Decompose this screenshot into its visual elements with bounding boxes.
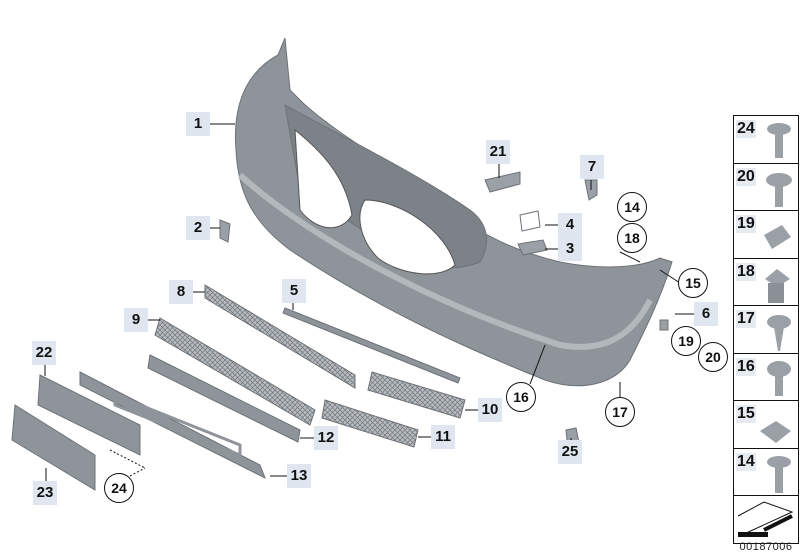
clip-nut-icon bbox=[764, 225, 791, 249]
screw-icon bbox=[767, 123, 791, 158]
part-label-5: 5 bbox=[282, 279, 306, 303]
legend-item-18: 18 bbox=[734, 259, 798, 306]
fastener-callout-17: 17 bbox=[605, 397, 635, 427]
legend-item-24: 24 bbox=[734, 116, 798, 164]
fastener-callout-20: 20 bbox=[698, 342, 728, 372]
fastener-callout-19: 19 bbox=[671, 326, 701, 356]
legend-item-15: 15 bbox=[734, 401, 798, 449]
part-label-7: 7 bbox=[580, 155, 604, 179]
part-label-23: 23 bbox=[33, 481, 57, 505]
part-label-11: 11 bbox=[431, 425, 455, 449]
bolt-icon bbox=[766, 172, 792, 207]
legend-number: 14 bbox=[736, 452, 756, 471]
part-label-9: 9 bbox=[124, 308, 148, 332]
orientation-arrow bbox=[734, 496, 798, 543]
part-label-21: 21 bbox=[486, 140, 510, 164]
legend-number: 17 bbox=[736, 310, 756, 328]
part-label-1: 1 bbox=[186, 112, 210, 136]
fastener-callout-16: 16 bbox=[506, 382, 536, 412]
diagram-code: 00187006 bbox=[739, 541, 793, 553]
legend-number: 16 bbox=[736, 357, 756, 376]
fastener-callout-15: 15 bbox=[678, 268, 708, 298]
legend-number: 18 bbox=[736, 262, 756, 281]
legend-number: 20 bbox=[736, 167, 756, 186]
part-label-6: 6 bbox=[694, 302, 718, 326]
legend-number: 15 bbox=[736, 405, 756, 423]
legend-number: 19 bbox=[736, 215, 756, 233]
legend-item-14: 14 bbox=[734, 449, 798, 496]
fastener-callout-18: 18 bbox=[617, 223, 647, 253]
fastener-callout-14: 14 bbox=[617, 192, 647, 222]
leader-lines bbox=[44, 123, 694, 481]
grilles bbox=[11, 284, 466, 491]
part-label-25: 25 bbox=[558, 440, 582, 464]
part-label-10: 10 bbox=[478, 398, 502, 422]
screw-icon bbox=[767, 360, 791, 396]
hex-screw-icon bbox=[767, 315, 791, 351]
direction-arrow-icon bbox=[737, 501, 794, 537]
legend-item-19: 19 bbox=[734, 211, 798, 259]
screw-icon bbox=[767, 455, 791, 493]
part-label-22: 22 bbox=[32, 341, 56, 365]
legend-number: 24 bbox=[736, 120, 756, 138]
speed-nut-icon bbox=[760, 421, 791, 443]
part-label-13: 13 bbox=[287, 464, 311, 488]
part-label-3: 3 bbox=[558, 237, 582, 261]
fastener-callout-24: 24 bbox=[104, 473, 134, 503]
part-label-8: 8 bbox=[169, 280, 193, 304]
part-label-2: 2 bbox=[186, 216, 210, 240]
legend-item-20: 20 bbox=[734, 164, 798, 211]
part-label-4: 4 bbox=[558, 213, 582, 237]
legend-item-16: 16 bbox=[734, 354, 798, 401]
bumper-cover bbox=[234, 37, 673, 387]
fastener-legend: 24 20 19 18 17 16 15 14 bbox=[733, 115, 799, 544]
part-label-12: 12 bbox=[314, 426, 338, 450]
expansion-nut-icon bbox=[765, 268, 790, 303]
legend-item-17: 17 bbox=[734, 306, 798, 354]
